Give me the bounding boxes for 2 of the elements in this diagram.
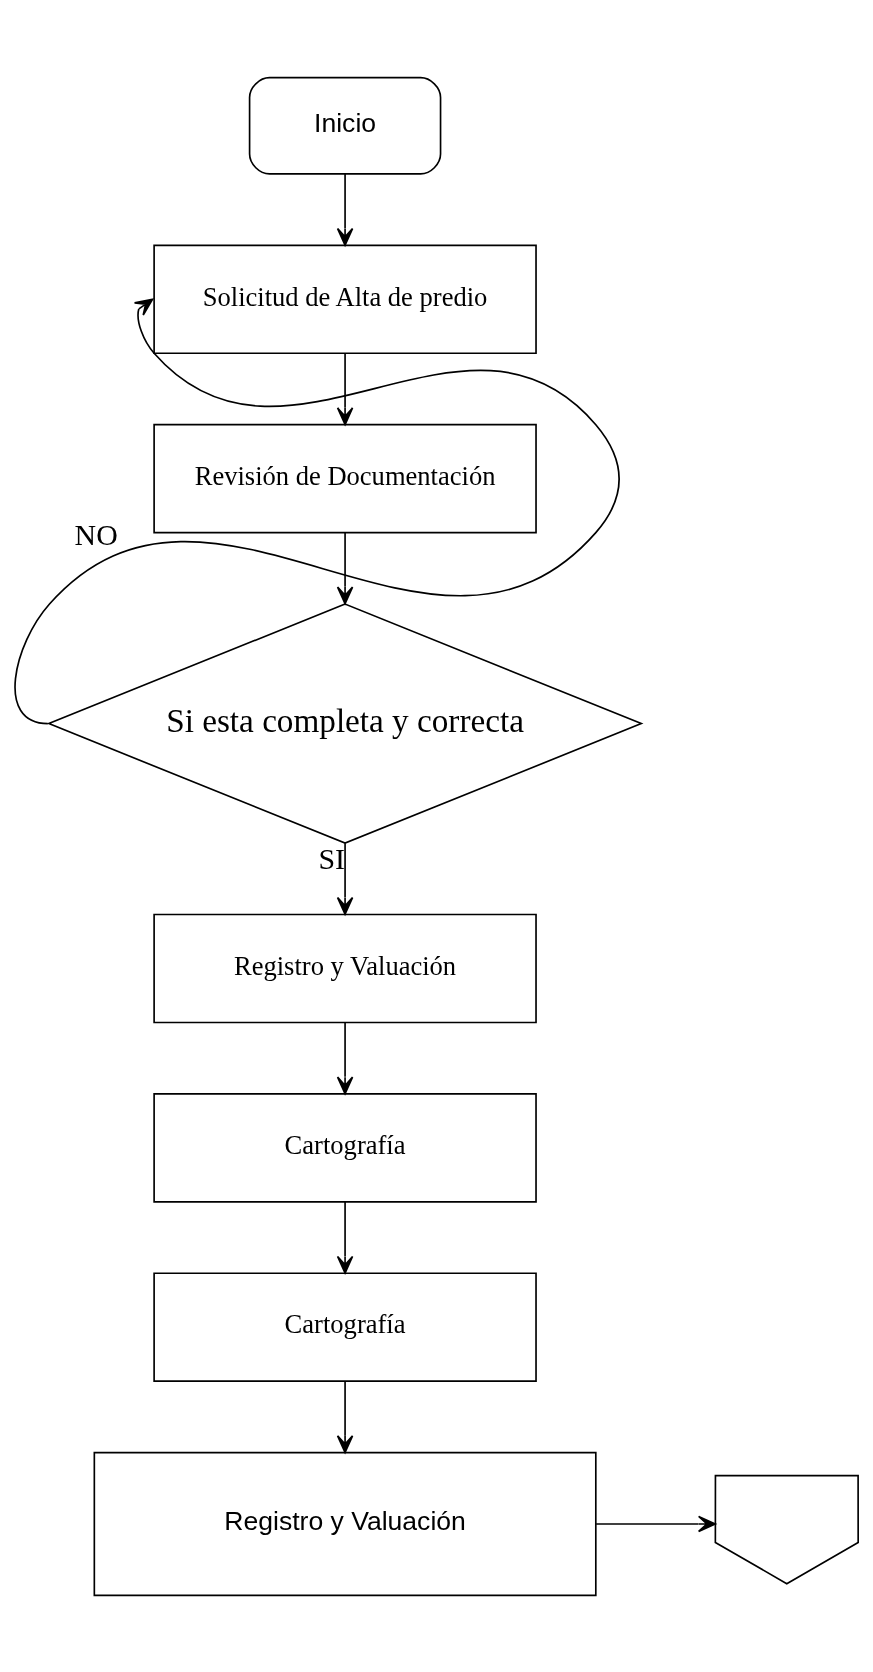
edge-label: SI bbox=[318, 841, 346, 875]
edge-label: NO bbox=[74, 517, 118, 551]
